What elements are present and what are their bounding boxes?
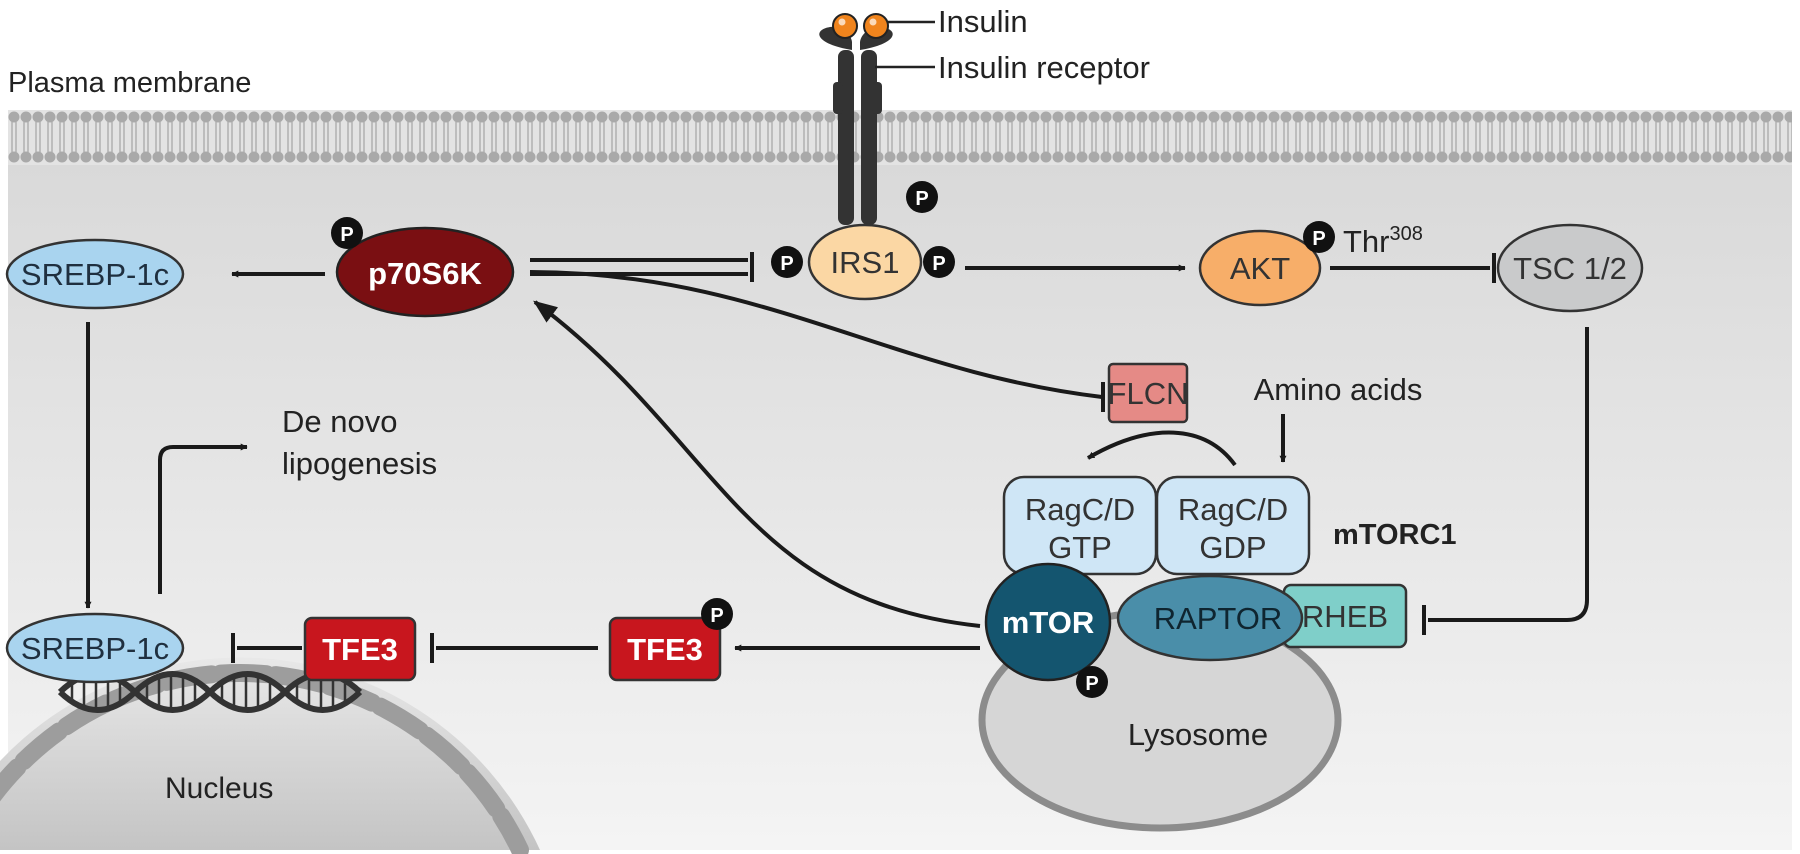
svg-text:P: P <box>1085 673 1098 695</box>
de-novo-label-line2: lipogenesis <box>282 446 437 481</box>
srebp-1c-cytoplasm-label: SREBP-1c <box>21 257 169 292</box>
svg-text:P: P <box>710 605 723 627</box>
irs1-node <box>807 223 923 301</box>
arrow-flcn-cycle <box>1086 430 1237 467</box>
phospho-badge-irs1-left: P <box>771 246 803 278</box>
phospho-badge-p70s6k: P <box>331 217 363 249</box>
de-novo-label-line1: De novo <box>282 404 397 439</box>
ragc-gdp-label-1: RagC/D <box>1178 492 1288 527</box>
mtorc1-label: mTORC1 <box>1333 519 1457 551</box>
irs1-label: IRS1 <box>831 245 900 280</box>
flcn-node <box>1107 362 1189 424</box>
amino-acids-label: Amino acids <box>1254 372 1423 407</box>
arrow-mtor-to-p70s6k <box>533 300 981 628</box>
insulin-receptor-label: Insulin receptor <box>938 50 1150 85</box>
phospho-badge-akt: P <box>1303 221 1335 253</box>
akt-label: AKT <box>1230 251 1290 286</box>
inhibit-tsc-rheb <box>1428 327 1589 622</box>
p70s6k-node <box>335 226 515 318</box>
tfe3-nucleus-node <box>303 616 417 682</box>
rheb-label: RHEB <box>1302 599 1388 634</box>
srebp-1c-nucleus <box>5 612 185 684</box>
ragc-gtp-label-2: GTP <box>1048 530 1112 565</box>
akt-node <box>1198 229 1322 307</box>
p70s6k-label: p70S6K <box>368 256 482 291</box>
phospho-badge-irs1-right: P <box>923 246 955 278</box>
raptor-label: RAPTOR <box>1154 601 1283 636</box>
phospho-badge-tfe3: P <box>701 598 733 630</box>
raptor-node <box>1116 574 1304 662</box>
arrow-srebp-to-lipogenesis <box>158 443 248 594</box>
srebp-1c-nucleus-label: SREBP-1c <box>21 631 169 666</box>
svg-text:P: P <box>932 253 945 275</box>
ragc-gtp-label-1: RagC/D <box>1025 492 1135 527</box>
svg-text:P: P <box>915 188 928 210</box>
svg-text:P: P <box>780 253 793 275</box>
svg-text:P: P <box>1312 228 1325 250</box>
tfe3-cytoplasm-node <box>608 616 722 682</box>
connectors <box>84 252 1589 663</box>
mtor-label: mTOR <box>1002 605 1094 640</box>
tfe3-nucleus-label: TFE3 <box>322 632 398 667</box>
plasma-membrane <box>8 110 1792 165</box>
tsc-node <box>1496 223 1644 313</box>
svg-text:P: P <box>340 224 353 246</box>
inhibit-p70s6k-flcn <box>529 270 1103 399</box>
thr308-label: Thr308 <box>1343 223 1423 259</box>
mtor-node <box>984 562 1112 682</box>
tsc-label: TSC 1/2 <box>1513 251 1627 286</box>
plasma-membrane-label: Plasma membrane <box>8 67 251 99</box>
ragc-gdp-label-2: GDP <box>1199 530 1266 565</box>
tfe3-cytoplasm-label: TFE3 <box>627 632 703 667</box>
lysosome-label: Lysosome <box>1128 717 1268 752</box>
flcn-label: FLCN <box>1108 376 1189 411</box>
srebp-1c-cytoplasm <box>5 238 185 310</box>
nucleus-label: Nucleus <box>165 772 273 805</box>
insulin-molecule-right <box>863 13 889 39</box>
insulin-molecule-left <box>832 13 858 39</box>
insulin-label: Insulin <box>938 4 1028 39</box>
phospho-badge-receptor: P <box>906 181 938 213</box>
ragc-gdp-node <box>1155 475 1311 576</box>
phospho-badge-mtor: P <box>1076 666 1108 698</box>
